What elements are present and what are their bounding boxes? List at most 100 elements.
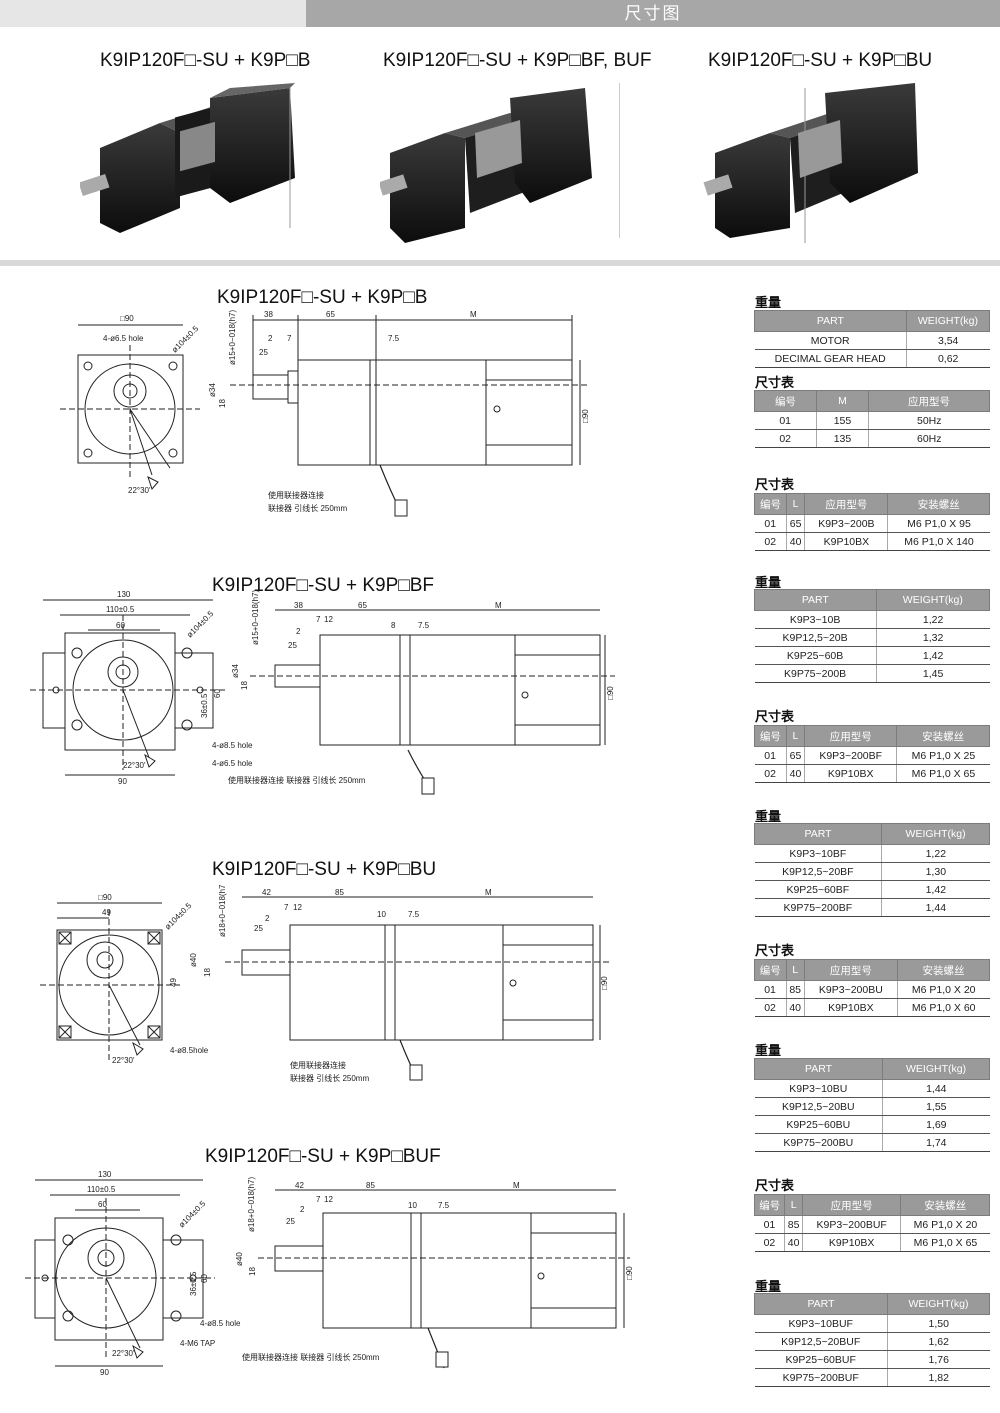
table-cell: 155 [815, 411, 869, 430]
table-header: 编号 [754, 493, 787, 515]
dim-7-5: 7.5 [408, 910, 420, 919]
table-cell: M6 P1,0 X 20 [900, 1215, 990, 1234]
section-separator [0, 260, 1000, 266]
dim-10: 10 [377, 910, 386, 919]
dim-2: 2 [296, 627, 301, 636]
table-cell: 1,69 [882, 1115, 990, 1134]
table-cell: K9P12,5~20BF [754, 862, 882, 881]
dim-12: 12 [324, 1195, 333, 1204]
dim-dia: ø40 [189, 953, 198, 967]
table-header: PART [754, 1293, 888, 1315]
table-header: L [784, 1194, 803, 1216]
cable-note-1: 使用联接器连接 [290, 1060, 346, 1070]
table-cell: 01 [754, 746, 787, 765]
table-cell: 1,44 [881, 898, 990, 917]
cable-note-2: 联接器 引线长 250mm [268, 503, 347, 513]
table-cell: K9P3~200BF [804, 746, 897, 765]
table-cell: K9P75~200B [754, 664, 877, 683]
table-cell: 1,82 [886, 1368, 990, 1387]
dim-25: 25 [288, 641, 297, 650]
table-cell: K9P25~60BUF [754, 1350, 888, 1369]
table-cell: 60Hz [868, 429, 990, 448]
dim-caption: 尺寸表 [755, 943, 795, 958]
table-header: 安装螺丝 [900, 1194, 990, 1216]
table-cell: M6 P1,0 X 60 [896, 998, 990, 1017]
table-cell: 3,54 [905, 331, 990, 350]
weight-caption: 重量 [755, 295, 782, 310]
table-header: 应用型号 [801, 1194, 902, 1216]
table-cell: 1,42 [881, 880, 990, 899]
table-cell: M6 P1,0 X 25 [896, 746, 990, 765]
table-header: 编号 [754, 959, 787, 981]
product-photo-bu [703, 83, 918, 243]
cable-note: 使用联接器连接 联接器 引线长 250mm [242, 1352, 380, 1362]
table-cell: 85 [784, 1215, 803, 1234]
drawing-b: □90 4-ø6.5 hole ø104±0.5 22°30' 38 65 M … [60, 310, 590, 517]
dim-25: 25 [259, 348, 268, 357]
dim-7: 7 [287, 334, 292, 343]
table-cell: K9P10BX [801, 1233, 901, 1252]
dim-42: 42 [262, 888, 271, 897]
dim-hole1: 4-ø8.5 hole [212, 741, 253, 750]
dim-M: M [513, 1181, 520, 1190]
dim-7: 7 [316, 1195, 321, 1204]
dim-38: 38 [264, 310, 273, 319]
table-header: WEIGHT(kg) [881, 823, 990, 845]
dim-angle: 22°30' [128, 486, 151, 495]
dim-caption: 尺寸表 [755, 477, 795, 492]
dim-caption: 尺寸表 [755, 375, 795, 390]
table-cell: 50Hz [868, 411, 990, 430]
table-cell: 40 [785, 764, 805, 783]
dim-hole: 4-ø6.5 hole [103, 334, 144, 343]
table-cell: MOTOR [754, 331, 907, 350]
table-cell: 1,45 [875, 664, 990, 683]
product-photo-bf [380, 83, 620, 243]
table-cell: 1,74 [882, 1133, 990, 1152]
table-cell: 1,22 [875, 610, 990, 629]
dim-25: 25 [286, 1217, 295, 1226]
table-cell: 40 [785, 998, 805, 1017]
table-cell: K9P3~10BU [754, 1079, 883, 1098]
dim-dia: ø34 [208, 383, 217, 397]
table-header: 安装螺丝 [896, 959, 991, 981]
dim-shaft: ø15+0−018(h7) [228, 310, 237, 365]
dim-h49: 49 [169, 978, 178, 987]
dim-height: □90 [606, 686, 615, 700]
dim-7: 7 [316, 615, 321, 624]
dim-M: M [495, 601, 502, 610]
dim-90: 90 [118, 777, 127, 786]
dim-36: 36±0.5 [200, 693, 209, 718]
table-header: PART [754, 589, 877, 611]
dim-angle: 22°30' [112, 1056, 135, 1065]
product-photo-b [80, 83, 295, 233]
dim-38: 38 [294, 601, 303, 610]
dim-85: 85 [366, 1181, 375, 1190]
dim-square: □90 [98, 893, 112, 902]
drawing-title-buf: K9IP120F□-SU + K9P□BUF [205, 1146, 441, 1167]
product-title-bu: K9IP120F□-SU + K9P□BU [708, 50, 933, 71]
table-header: L [785, 959, 805, 981]
dim-12: 12 [293, 903, 302, 912]
header-left-band [0, 0, 306, 27]
drawing-bu: □90 49 ø104±0.5 49 4-ø8.5hole 22°30' 42 … [40, 885, 610, 1083]
dim-dia: ø40 [235, 1252, 244, 1266]
dim-caption: 尺寸表 [755, 1178, 795, 1193]
